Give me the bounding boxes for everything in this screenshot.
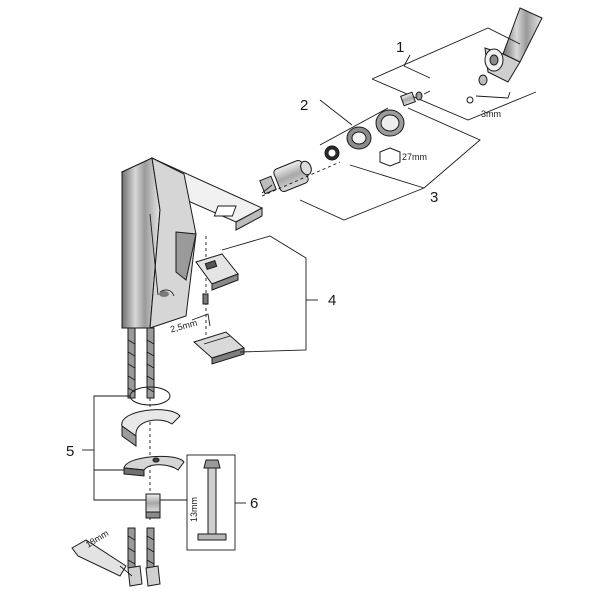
mounting-plate-bottom-part: [193, 331, 245, 365]
dimension-label-18mm: 18mm: [84, 528, 111, 550]
callout-1: 1: [396, 39, 404, 56]
callout-3: 3: [430, 189, 438, 206]
mounting-plate-top-part: [195, 253, 239, 291]
callout-box-6: [160, 454, 246, 551]
cover-sleeve-part: [375, 109, 405, 137]
cartridge-part: [259, 159, 312, 195]
dimension-label-3mm: 3mm: [481, 109, 501, 119]
retaining-ring-part: [346, 126, 372, 150]
dimension-label-27mm: 27mm: [402, 152, 427, 162]
horseshoe-plate-part: [123, 455, 185, 477]
callout-box-3: [299, 99, 481, 221]
lever-handle-part: [484, 7, 543, 83]
hex-nut-27mm-part: [379, 147, 401, 167]
hose-connectors-part: [127, 565, 161, 587]
set-screw-part: [202, 293, 209, 305]
callout-2: 2: [300, 97, 308, 114]
clamp-washer-part: [121, 409, 181, 447]
dimension-label-13mm: 13mm: [189, 497, 199, 522]
callout-bracket-5: [82, 395, 146, 501]
faucet-body-part: [120, 157, 264, 329]
spanner-13mm-part: [197, 459, 227, 541]
callout-4: 4: [328, 292, 336, 309]
hex-key-2-5mm-part: [191, 313, 211, 327]
supply-hoses-part: [127, 327, 155, 569]
fixing-nut-part: [145, 493, 161, 519]
callout-box-1: [371, 27, 537, 121]
spanner-18mm-part: [71, 539, 133, 577]
callout-box-4: [221, 235, 318, 353]
handle-screw-part: [466, 74, 488, 104]
adapter-part: [400, 90, 431, 107]
hex-key-3mm-part: [475, 91, 511, 99]
callout-6: 6: [250, 495, 258, 512]
o-ring-part: [324, 145, 340, 161]
callout-5: 5: [66, 443, 74, 460]
